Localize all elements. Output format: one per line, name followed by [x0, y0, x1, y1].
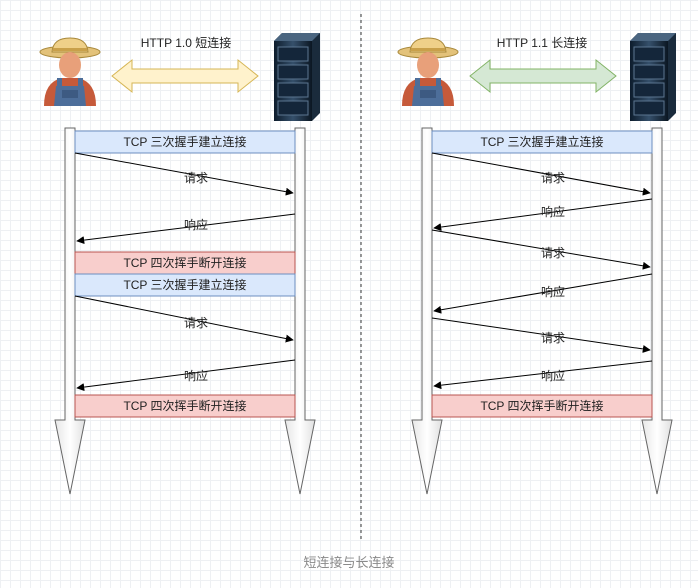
left-title: HTTP 1.0 短连接 — [141, 35, 231, 50]
right-title: HTTP 1.1 长连接 — [497, 35, 587, 50]
request-arrow — [74, 295, 294, 343]
tcp-handshake-box — [431, 130, 653, 154]
response-arrow — [433, 360, 653, 390]
tcp-teardown-label: TCP 四次挥手断开连接 — [480, 398, 603, 413]
server-rack-icon — [273, 32, 321, 122]
farmer-client-icon — [397, 37, 459, 107]
response-arrow — [433, 273, 653, 314]
response-label: 响应 — [541, 368, 565, 383]
response-arrow — [76, 213, 296, 245]
response-label: 响应 — [184, 217, 208, 232]
request-arrow — [74, 152, 294, 196]
figure-caption: 短连接与长连接 — [303, 555, 395, 570]
response-label: 响应 — [541, 284, 565, 299]
response-label: 响应 — [184, 368, 208, 383]
long-connection-double-arrow — [469, 58, 617, 94]
farmer-client-icon — [39, 37, 101, 107]
request-arrow — [431, 229, 651, 270]
tcp-handshake-box — [74, 273, 296, 297]
server-rack-icon — [629, 32, 677, 122]
response-label: 响应 — [541, 204, 565, 219]
client-lifeline — [411, 127, 443, 495]
request-arrow — [431, 317, 651, 353]
request-label: 请求 — [541, 331, 565, 345]
client-lifeline — [54, 127, 86, 495]
response-arrow — [433, 198, 653, 232]
right-panel: HTTP 1.1 长连接 TCP 三次握手建立连接 请求 响应 请求 响应 请求… — [397, 32, 677, 495]
tcp-teardown-label: TCP 四次挥手断开连接 — [123, 255, 246, 270]
request-label: 请求 — [184, 316, 208, 330]
tcp-teardown-box — [431, 394, 653, 418]
tcp-teardown-box — [74, 394, 296, 418]
tcp-handshake-label: TCP 三次握手建立连接 — [123, 277, 246, 292]
server-lifeline — [284, 127, 316, 495]
request-label: 请求 — [541, 246, 565, 260]
response-arrow — [76, 359, 296, 392]
tcp-teardown-label: TCP 四次挥手断开连接 — [123, 398, 246, 413]
tcp-handshake-label: TCP 三次握手建立连接 — [123, 134, 246, 149]
request-label: 请求 — [184, 171, 208, 185]
request-arrow — [431, 152, 651, 196]
server-lifeline — [641, 127, 673, 495]
tcp-handshake-label: TCP 三次握手建立连接 — [480, 134, 603, 149]
tcp-handshake-box — [74, 130, 296, 154]
short-connection-double-arrow — [111, 58, 259, 94]
left-panel: HTTP 1.0 短连接 TCP 三次握手建立连接 请求 响应 TCP 四次挥手… — [39, 32, 321, 495]
request-label: 请求 — [541, 171, 565, 185]
